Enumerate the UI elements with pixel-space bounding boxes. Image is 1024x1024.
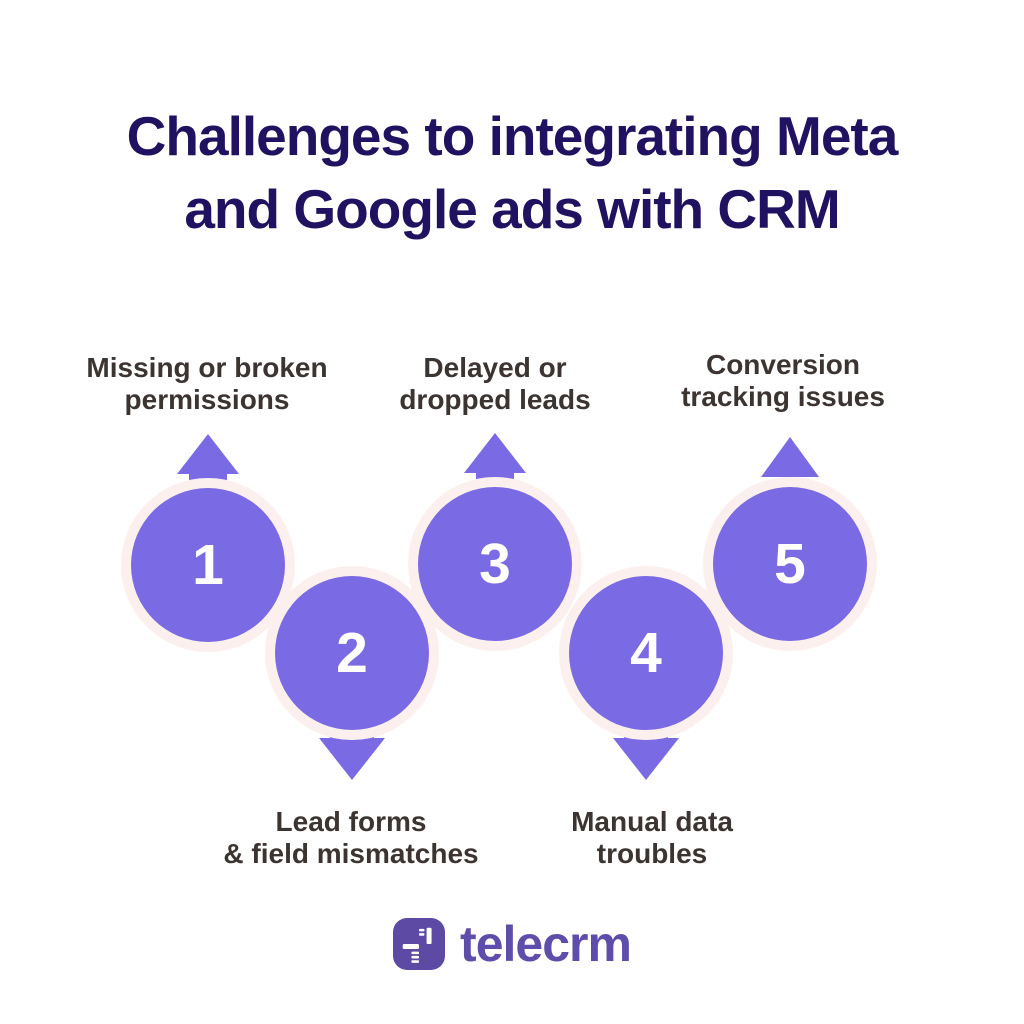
label-line: Conversion [705, 349, 861, 380]
step-2-unit: 2 [265, 566, 439, 780]
label-line: dropped leads [399, 384, 591, 415]
step-number: 1 [192, 533, 224, 597]
arrow-down-icon [613, 738, 679, 780]
brand-logo: telecrm [0, 918, 1024, 970]
step-1-unit: 1 [121, 434, 295, 652]
brand-name: telecrm [460, 916, 632, 972]
step-5-unit: 5 [703, 437, 877, 651]
arrow-up-icon [177, 434, 239, 474]
step-4-circle: 4 [569, 576, 723, 730]
arrow-up-icon [761, 437, 819, 477]
arrow-down-icon [319, 738, 385, 780]
step-5-circle: 5 [713, 487, 867, 641]
label-line: & field mismatches [223, 838, 479, 869]
step-3-unit: 3 [408, 433, 582, 651]
step-number: 4 [630, 621, 662, 685]
step-number: 2 [336, 621, 368, 685]
step-number: 3 [479, 532, 511, 596]
label-line: troubles [596, 838, 708, 869]
label-line: Delayed or [423, 352, 567, 383]
label-line: tracking issues [681, 381, 885, 412]
label-line: Manual data [571, 806, 733, 837]
step-3-circle: 3 [418, 487, 572, 641]
page-title-line1: Challenges to integrating Meta [126, 105, 899, 167]
step-number: 5 [774, 532, 806, 596]
arrow-up-icon [464, 433, 526, 473]
label-lead-forms: Lead forms& field mismatches [171, 806, 531, 870]
step-4-unit: 4 [559, 566, 733, 780]
telecrm-logo-icon [393, 918, 446, 970]
page-title: Challenges to integrating Meta and Google… [0, 100, 1024, 246]
step-1-circle: 1 [131, 488, 285, 642]
page-title-line2: and Google ads with CRM [184, 178, 840, 240]
step-2-circle: 2 [275, 576, 429, 730]
label-line: Missing or broken [86, 352, 328, 383]
label-line: Lead forms [275, 806, 427, 837]
label-line: permissions [124, 384, 290, 415]
